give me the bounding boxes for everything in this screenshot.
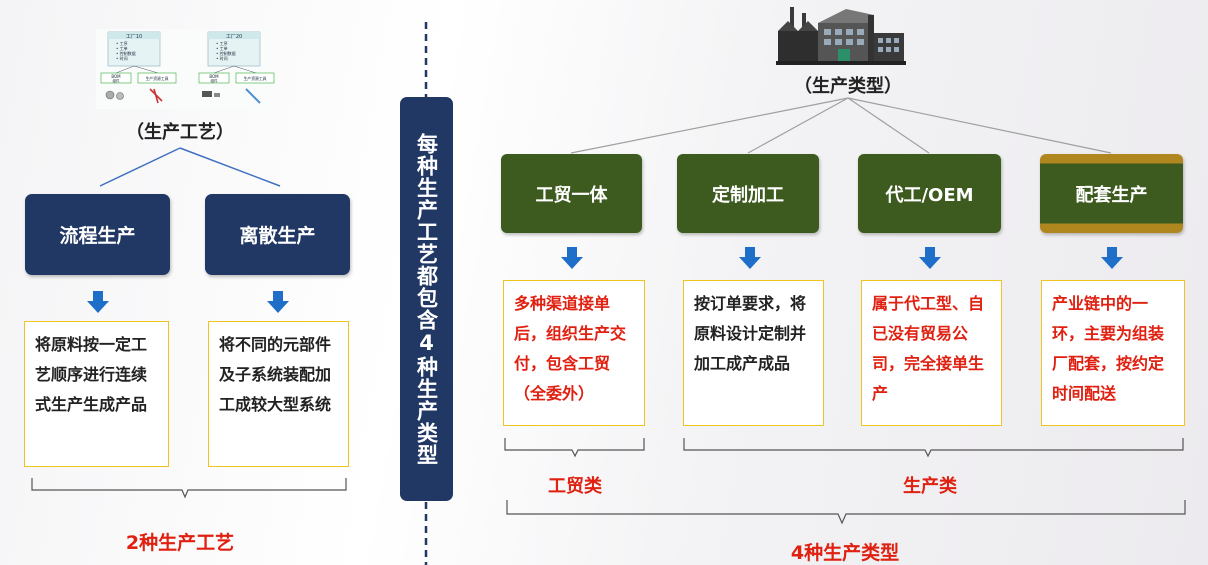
group1-brace (504, 438, 645, 458)
left-brace (31, 478, 347, 499)
svg-text:• 控制数据: • 控制数据 (116, 50, 136, 56)
svg-text:工厂20: 工厂20 (226, 34, 242, 40)
flow-production-desc: 将原料按一定工艺顺序进行连续式生产生成产品 (24, 321, 169, 467)
svg-text:组件: 组件 (113, 78, 120, 83)
factory-icon (776, 7, 906, 65)
svg-text:• 工单: • 工单 (216, 45, 228, 51)
down-arrow-icon (1101, 247, 1123, 269)
svg-text:• 时间: • 时间 (116, 55, 128, 61)
svg-text:• 工序: • 工序 (116, 40, 128, 46)
down-arrow-icon (919, 247, 941, 269)
svg-text:• 工序: • 工序 (216, 40, 228, 46)
process-thumbnail: 工厂10 • 工序 • 工单 • 控制数据 • 时间 BOM 组件 生产资源工具… (96, 29, 276, 109)
process-title: （生产工艺） (126, 122, 234, 143)
down-arrow-icon (739, 247, 761, 269)
connector-line (747, 97, 849, 154)
production-group-label: 生产类 (903, 476, 957, 497)
svg-text:生产资源工具: 生产资源工具 (146, 76, 169, 81)
oem-desc: 属于代工型、自已没有贸易公司，完全接单生产 (861, 280, 1002, 426)
group2-brace (683, 438, 1184, 458)
svg-text:组件: 组件 (211, 78, 218, 83)
oem-box: 代工/OEM (858, 154, 1001, 233)
connector-line (847, 97, 1112, 154)
discrete-production-box: 离散生产 (205, 194, 350, 275)
down-arrow-icon (267, 291, 289, 313)
svg-text:• 时间: • 时间 (216, 55, 228, 61)
custom-processing-desc: 按订单要求，将原料设计定制并加工成产成品 (683, 280, 824, 426)
discrete-production-desc: 将不同的元部件及子系统装配加工成较大型系统 (208, 321, 349, 467)
trade-group-label: 工贸类 (548, 476, 602, 497)
supporting-production-desc: 产业链中的一环，主要为组装厂配套，按约定时间配送 (1041, 280, 1185, 426)
connector-line (99, 147, 181, 187)
trade-industry-box: 工贸一体 (501, 154, 642, 233)
type-title: （生产类型） (794, 76, 902, 97)
svg-text:BOM: BOM (111, 74, 121, 79)
svg-text:生产资源工具: 生产资源工具 (244, 76, 267, 81)
svg-text:• 工单: • 工单 (116, 45, 128, 51)
connector-line (179, 147, 281, 187)
down-arrow-icon (561, 247, 583, 269)
type-count-label: 4种生产类型 (790, 542, 900, 564)
connector-line (847, 97, 930, 154)
custom-processing-box: 定制加工 (677, 154, 819, 233)
center-banner: 每种生产工艺都包含4种生产类型 (400, 97, 453, 501)
right-brace (506, 500, 1186, 525)
svg-text:BOM: BOM (209, 74, 219, 79)
svg-text:• 控制数据: • 控制数据 (216, 50, 236, 56)
process-count-label: 2种生产工艺 (125, 532, 235, 554)
down-arrow-icon (87, 291, 109, 313)
svg-text:工厂10: 工厂10 (126, 34, 142, 40)
connector-line (570, 97, 849, 154)
trade-industry-desc: 多种渠道接单后，组织生产交付，包含工贸（全委外） (503, 280, 645, 426)
flow-production-box: 流程生产 (25, 194, 170, 275)
supporting-production-box: 配套生产 (1040, 154, 1183, 233)
